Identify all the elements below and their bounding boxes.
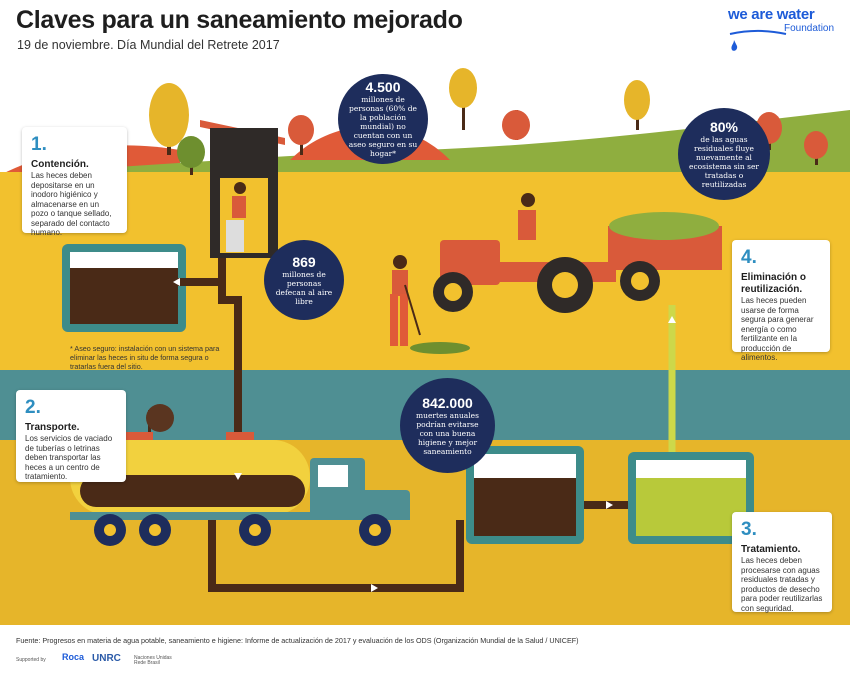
stat-text: de las aguas residuales fluye nuevamente… [689, 134, 760, 189]
step-text: Las heces deben depositarse en un inodor… [31, 171, 112, 237]
un-brasil-logo: Naciones Unidas Rede Brasil [134, 655, 172, 666]
stat-circle-80pct: 80% de las aguas residuales fluye nuevam… [678, 108, 770, 200]
step-title: Tratamiento. [741, 544, 801, 555]
farmer [390, 255, 470, 354]
step-number: 4. [741, 247, 757, 268]
brand-logo[interactable]: we are water Foundation [728, 6, 838, 54]
unrc-logo: UNRC [92, 653, 121, 664]
brand-sub: Foundation [784, 23, 835, 34]
latrine-hut [200, 120, 285, 258]
pipes [176, 258, 630, 592]
stat-text: millones de personas (60% de la població… [348, 95, 418, 158]
stat-value: 80% [709, 118, 739, 135]
step-number: 3. [741, 519, 757, 540]
stat-text: millones de personas defecan al aire lib… [275, 269, 333, 306]
flow-arrows [173, 278, 676, 592]
step-title: Eliminación o reutilización. [741, 272, 807, 295]
page-subtitle: 19 de noviembre. Día Mundial del Retrete… [17, 38, 280, 52]
step-title: Contención. [31, 159, 89, 170]
stat-circle-842000: 842.000 muertes anuales podrían evitarse… [400, 378, 495, 473]
trees [146, 68, 828, 438]
stat-text: muertes anuales podrían evitarse con una… [416, 410, 479, 456]
sponsor-logos: Supported by Roca UNRC Naciones Unidas R… [16, 652, 216, 670]
water-drop-icon [729, 30, 787, 51]
green-field [0, 110, 850, 175]
brand-name: we are water [728, 6, 815, 23]
step-card-containment: 1. Contención. Las heces deben depositar… [22, 127, 127, 237]
stat-circle-869: 869 millones de personas defecan al aire… [264, 240, 344, 320]
treatment-tank-green [628, 452, 754, 544]
roca-logo: Roca [62, 652, 85, 662]
step-title: Transporte. [25, 422, 80, 433]
step-number: 1. [31, 134, 47, 155]
step-card-treatment: 3. Tratamiento. Las heces deben procesar… [732, 512, 832, 613]
step-text: Los servicios de vaciado de tuberías o l… [25, 434, 113, 481]
step-text: Las heces deben procesarse con aguas res… [741, 556, 823, 613]
septic-truck [70, 432, 410, 546]
stat-value: 4.500 [365, 79, 401, 95]
page-title: Claves para un saneamiento mejorado [16, 6, 463, 34]
step-card-transport: 2. Transporte. Los servicios de vaciado … [16, 390, 126, 482]
stat-circle-4500: 4.500 millones de personas (60% de la po… [338, 74, 428, 164]
source-citation: Fuente: Progresos en materia de agua pot… [16, 636, 579, 645]
containment-tank [62, 244, 186, 332]
sponsor-label: Supported by [16, 657, 46, 663]
step-card-reuse: 4. Eliminación o reutilización. Las hece… [732, 240, 830, 362]
stat-value: 869 [292, 253, 316, 270]
step-text: Las heces pueden usarse de forma segura … [741, 296, 814, 362]
step-number: 2. [25, 397, 41, 418]
footnote-safe-toilet: * Aseo seguro: instalación con un sistem… [70, 344, 220, 371]
stat-value: 842.000 [422, 394, 473, 411]
tractor [433, 193, 722, 313]
treatment-tank-brown [466, 446, 584, 544]
